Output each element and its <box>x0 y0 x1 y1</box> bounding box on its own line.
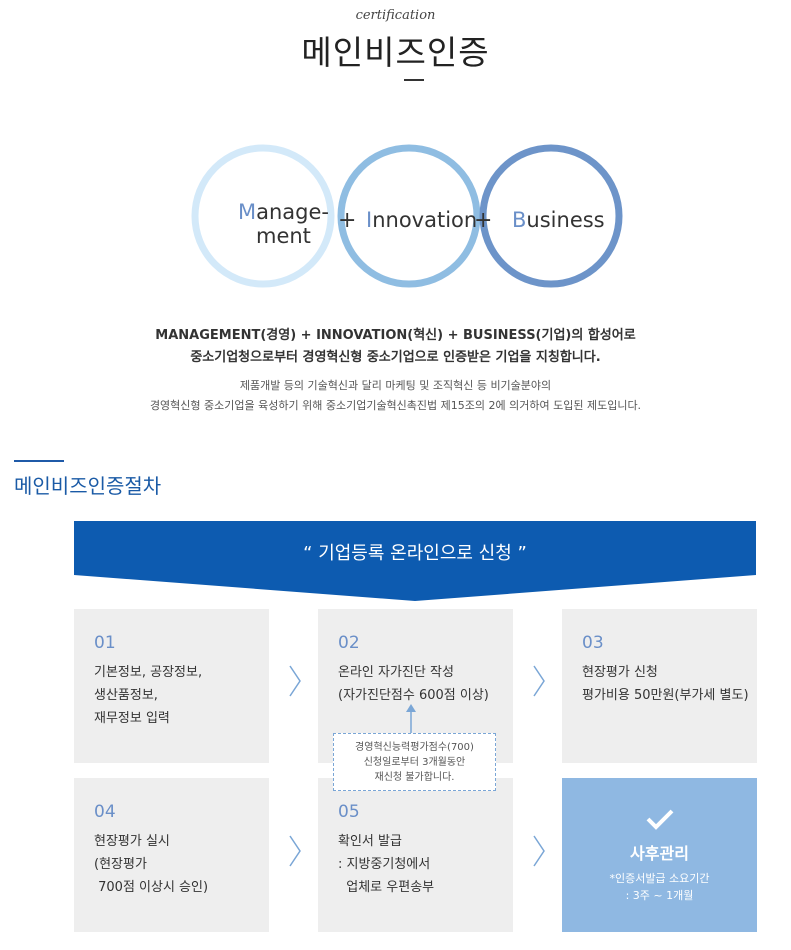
circles-graphic <box>191 144 623 288</box>
check-icon <box>646 809 673 830</box>
description-bold: MANAGEMENT(경영) + INNOVATION(혁신) + BUSINE… <box>0 325 791 369</box>
aftercare-line2: : 3주 ~ 1개월 <box>625 889 694 902</box>
chevron-right-icon <box>289 835 301 867</box>
step-card-01: 01 기본정보, 공장정보, 생산품정보, 재무정보 입력 <box>74 609 269 763</box>
step-text: 기본정보, 공장정보, <box>94 665 203 680</box>
word-innovation-rest: nnovation <box>372 208 478 232</box>
word-business: Business <box>512 208 605 232</box>
step-card-04: 04 현장평가 실시 (현장평가 700점 이상시 승인) <box>74 778 269 932</box>
banner-shape <box>74 521 756 601</box>
plus-sign-1: + <box>338 208 357 233</box>
step-text: 확인서 발급 <box>338 834 402 849</box>
step-text: 평가비용 50만원(부가세 별도) <box>582 688 749 703</box>
step-text: 현장평가 신청 <box>582 665 658 680</box>
circle-management <box>191 144 335 288</box>
word-innovation-initial: I <box>366 208 373 232</box>
description-bold-line1: MANAGEMENT(경영) + INNOVATION(혁신) + BUSINE… <box>155 328 636 343</box>
title-underline <box>404 79 424 81</box>
step-text: 생산품정보, <box>94 688 158 703</box>
word-management-initial: M <box>238 200 257 224</box>
circle-business <box>479 144 623 288</box>
step-text: 700점 이상시 승인) <box>94 880 209 895</box>
step-text: : 지방중기청에서 <box>338 857 431 872</box>
step-number: 01 <box>94 633 116 653</box>
description-small-line1: 제품개발 등의 기술혁신과 달리 마케팅 및 조직혁신 등 비기술분야의 <box>239 379 552 392</box>
circle-innovation <box>337 144 481 288</box>
aftercare-line1: *인증서발급 소요기간 <box>609 872 710 885</box>
banner-text: “ 기업등록 온라인으로 신청 ” <box>303 543 527 564</box>
aftercare-title: 사후관리 <box>630 844 689 863</box>
reapply-notice: 경영혁신능력평가점수(700) 신청일로부터 3개월동안 재신청 불가합니다. <box>333 733 496 791</box>
step-card-03: 03 현장평가 신청 평가비용 50만원(부가세 별도) <box>562 609 757 763</box>
step-text: 온라인 자가진단 작성 <box>338 665 454 680</box>
description-small-line2: 경영혁신형 중소기업을 육성하기 위해 중소기업기술혁신촉진법 제15조의 2에… <box>149 399 642 412</box>
step-number: 03 <box>582 633 604 653</box>
description-bold-line2: 중소기업청으로부터 경영혁신형 중소기업으로 인증받은 기업을 지칭합니다. <box>190 350 601 365</box>
word-innovation: Innovation <box>366 208 477 232</box>
chevron-right-icon <box>289 665 301 697</box>
step-text: 현장평가 실시 <box>94 834 170 849</box>
chevron-right-icon <box>533 665 545 697</box>
step-card-05: 05 확인서 발급 : 지방중기청에서 업체로 우편송부 <box>318 778 513 932</box>
step-number: 02 <box>338 633 360 653</box>
step-number: 04 <box>94 802 116 822</box>
step-text: (현장평가 <box>94 857 147 872</box>
step-text: 재무정보 입력 <box>94 711 170 726</box>
word-business-rest: usiness <box>526 208 605 232</box>
title-subtitle: certification <box>355 8 436 23</box>
page-title: 메인비즈인증 <box>301 33 490 72</box>
word-management: Manage- ment <box>238 200 329 248</box>
plus-sign-2: + <box>474 208 493 233</box>
notice-line3: 재신청 불가합니다. <box>374 772 455 783</box>
step-number: 05 <box>338 802 360 822</box>
step-text: (자가진단점수 600점 이상) <box>338 688 489 703</box>
notice-line2: 신청일로부터 3개월동안 <box>363 757 466 768</box>
word-business-initial: B <box>512 208 527 232</box>
arrow-up-icon <box>406 704 416 734</box>
section-title: 메인비즈인증절차 <box>14 474 162 498</box>
description-small: 제품개발 등의 기술혁신과 달리 마케팅 및 조직혁신 등 비기술분야의 경영혁… <box>0 376 791 416</box>
step-text: 업체로 우편송부 <box>338 880 435 895</box>
aftercare-card: 사후관리 *인증서발급 소요기간 : 3주 ~ 1개월 <box>562 778 757 932</box>
chevron-right-icon <box>533 835 545 867</box>
word-management-line2: ment <box>256 224 311 248</box>
online-apply-banner: “ 기업등록 온라인으로 신청 ” <box>74 521 756 601</box>
word-management-rest: anage- <box>256 200 329 224</box>
notice-line1: 경영혁신능력평가점수(700) <box>355 742 474 753</box>
concept-diagram: Manage- ment + Innovation + Business <box>0 120 791 320</box>
section-title-line <box>14 460 64 462</box>
